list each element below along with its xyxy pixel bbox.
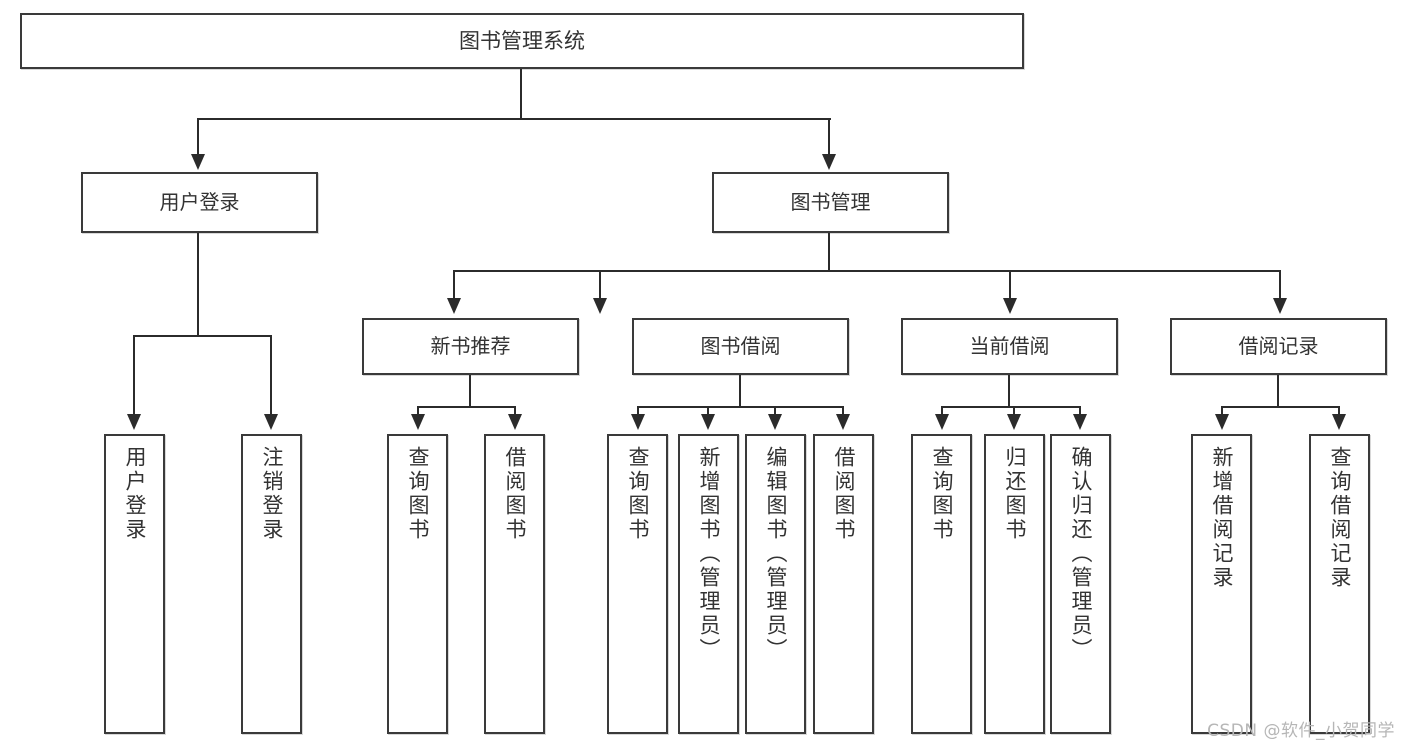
arrow-to-leaf-borrow-book-2 [836, 414, 850, 430]
node-label: 借阅记录 [1238, 334, 1319, 358]
connector-book-manage-drop-2 [599, 270, 601, 302]
connector-new-book-rec-bus [417, 406, 515, 408]
node-leaf-borrow-book-1[interactable]: 借阅图书 [484, 434, 545, 734]
connector-user-login-trunk [197, 233, 199, 336]
node-borrow-record[interactable]: 借阅记录 [1170, 318, 1387, 375]
arrow-to-leaf-query-record [1332, 414, 1346, 430]
arrow-to-leaf-query-book-1 [411, 414, 425, 430]
connector-borrow-record-drop-1 [1221, 406, 1223, 418]
arrow-to-leaf-return-book [1007, 414, 1021, 430]
node-label: 用户登录 [123, 446, 147, 542]
node-leaf-add-book-admin[interactable]: 新增图书（管理员） [678, 434, 739, 734]
connector-current-borrow-drop-1 [941, 406, 943, 418]
arrow-to-leaf-query-book-2 [631, 414, 645, 430]
connector-book-borrow-drop-4 [842, 406, 844, 418]
arrow-to-leaf-confirm-return [1073, 414, 1087, 430]
node-new-book-recommend[interactable]: 新书推荐 [362, 318, 579, 375]
node-leaf-query-book-3[interactable]: 查询图书 [911, 434, 972, 734]
connector-current-borrow-drop-3 [1079, 406, 1081, 418]
connector-book-borrow-drop-2 [707, 406, 709, 418]
node-leaf-add-borrow-record[interactable]: 新增借阅记录 [1191, 434, 1252, 734]
arrow-to-user-login [191, 154, 205, 170]
node-label: 借阅图书 [832, 446, 856, 542]
node-leaf-logout-login[interactable]: 注销登录 [241, 434, 302, 734]
node-label: 编辑图书（管理员） [764, 446, 788, 662]
connector-user-login-drop-1 [133, 335, 135, 417]
node-label: 用户登录 [159, 190, 240, 214]
node-leaf-return-book[interactable]: 归还图书 [984, 434, 1045, 734]
connector-current-borrow-drop-2 [1013, 406, 1015, 418]
connector-root-drop-right [828, 118, 830, 158]
arrow-to-book-borrow [593, 298, 607, 314]
connector-root-drop-left [197, 118, 199, 158]
node-label: 归还图书 [1003, 446, 1027, 542]
arrow-to-leaf-edit-book [768, 414, 782, 430]
node-label: 查询图书 [626, 446, 650, 542]
connector-user-login-bus [133, 335, 272, 337]
connector-book-borrow-drop-1 [637, 406, 639, 418]
node-label: 查询图书 [406, 446, 430, 542]
node-label: 图书借阅 [700, 334, 781, 358]
arrow-to-leaf-borrow-book-1 [508, 414, 522, 430]
node-leaf-borrow-book-2[interactable]: 借阅图书 [813, 434, 874, 734]
node-leaf-confirm-return-admin[interactable]: 确认归还（管理员） [1050, 434, 1111, 734]
node-leaf-edit-book-admin[interactable]: 编辑图书（管理员） [745, 434, 806, 734]
node-label: 图书管理系统 [459, 28, 585, 53]
connector-borrow-record-bus [1221, 406, 1339, 408]
node-leaf-user-login[interactable]: 用户登录 [104, 434, 165, 734]
arrow-to-leaf-user-login [127, 414, 141, 430]
node-label: 新增图书（管理员） [697, 446, 721, 662]
arrow-to-book-manage [822, 154, 836, 170]
arrow-to-leaf-add-book [701, 414, 715, 430]
connector-root-trunk [520, 69, 522, 119]
arrow-to-leaf-add-record [1215, 414, 1229, 430]
connector-new-book-rec-trunk [469, 375, 471, 407]
connector-book-manage-trunk [828, 233, 830, 271]
connector-book-manage-bus [453, 270, 1281, 272]
node-label: 查询图书 [930, 446, 954, 542]
connector-root-bus [197, 118, 831, 120]
node-current-borrow[interactable]: 当前借阅 [901, 318, 1118, 375]
node-label: 确认归还（管理员） [1069, 446, 1093, 662]
arrow-to-borrow-record [1273, 298, 1287, 314]
node-leaf-query-book-1[interactable]: 查询图书 [387, 434, 448, 734]
connector-borrow-record-drop-2 [1338, 406, 1340, 418]
node-root-system[interactable]: 图书管理系统 [20, 13, 1024, 69]
node-label: 新书推荐 [430, 334, 511, 358]
node-leaf-query-book-2[interactable]: 查询图书 [607, 434, 668, 734]
node-label: 借阅图书 [503, 446, 527, 542]
connector-new-book-rec-drop-2 [514, 406, 516, 418]
node-label: 查询借阅记录 [1328, 446, 1352, 590]
connector-current-borrow-trunk [1008, 375, 1010, 407]
node-book-manage[interactable]: 图书管理 [712, 172, 949, 233]
connector-book-borrow-trunk [739, 375, 741, 407]
arrow-to-new-book-rec [447, 298, 461, 314]
node-leaf-query-borrow-record[interactable]: 查询借阅记录 [1309, 434, 1370, 734]
node-label: 当前借阅 [969, 334, 1050, 358]
node-book-borrow[interactable]: 图书借阅 [632, 318, 849, 375]
node-user-login[interactable]: 用户登录 [81, 172, 318, 233]
connector-new-book-rec-drop-1 [417, 406, 419, 418]
connector-book-borrow-drop-3 [774, 406, 776, 418]
connector-book-borrow-bus [637, 406, 843, 408]
arrow-to-current-borrow [1003, 298, 1017, 314]
arrow-to-leaf-logout [264, 414, 278, 430]
node-label: 注销登录 [260, 446, 284, 542]
node-label: 新增借阅记录 [1210, 446, 1234, 590]
connector-borrow-record-trunk [1277, 375, 1279, 407]
node-label: 图书管理 [790, 190, 871, 214]
connector-book-manage-drop-3 [1009, 270, 1011, 302]
connector-book-manage-drop-1 [453, 270, 455, 302]
arrow-to-leaf-query-book-3 [935, 414, 949, 430]
connector-current-borrow-bus [941, 406, 1080, 408]
connector-user-login-drop-2 [270, 335, 272, 417]
connector-book-manage-drop-4 [1279, 270, 1281, 302]
